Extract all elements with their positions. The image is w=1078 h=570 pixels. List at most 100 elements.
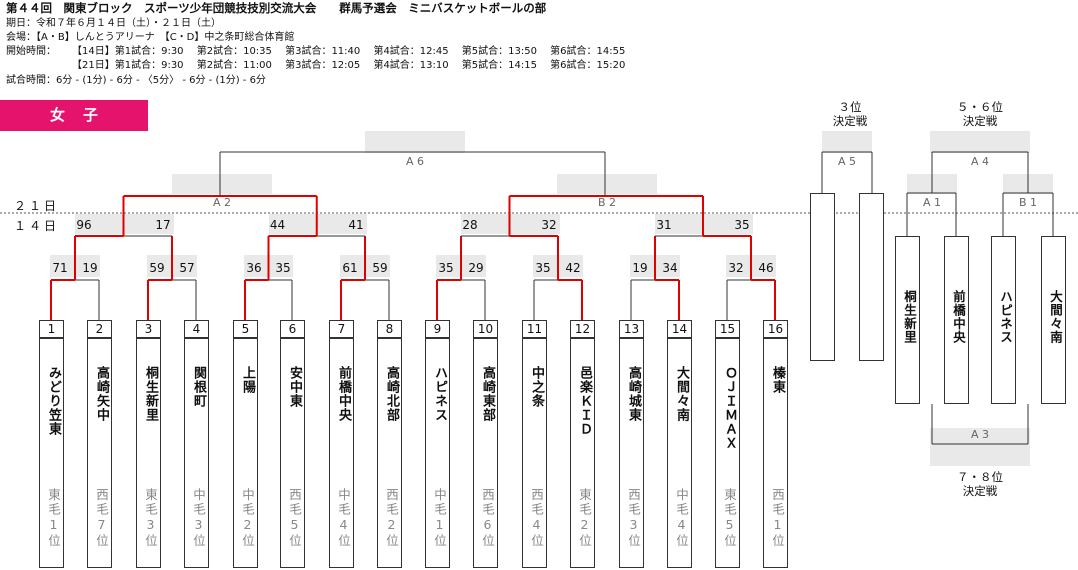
game-semi-left: A 2	[212, 196, 232, 209]
team-number-box	[377, 320, 402, 338]
fifth-team-name: 桐生新里	[902, 290, 917, 344]
r1-score: 34	[662, 261, 678, 275]
r1-score: 59	[149, 261, 165, 275]
r1-score: 19	[82, 261, 98, 275]
score-block-semi	[557, 174, 657, 194]
team-number: 5	[241, 322, 250, 336]
seventh-place-label: ７・８位 決定戦	[957, 470, 1003, 498]
r1-score: 19	[632, 261, 648, 275]
team-number-box	[87, 320, 112, 338]
team-number-box	[233, 320, 258, 338]
r1-score: 42	[565, 261, 581, 275]
fifth-team-box	[991, 236, 1016, 404]
event-dates: 期日：令和７年６月１４日（土）・２１日（土）	[6, 18, 221, 29]
day-21-label: ２１日	[14, 199, 60, 213]
score-block-final	[365, 131, 465, 153]
team-number: 15	[719, 322, 736, 336]
category-tag: 女子	[0, 100, 148, 131]
team-seed: 中毛4位	[674, 488, 689, 549]
team-box	[233, 338, 258, 568]
team-number-box	[280, 320, 305, 338]
team-number-box	[473, 320, 498, 338]
team-name: 上陽	[240, 366, 255, 394]
team-number: 4	[192, 322, 201, 336]
team-number: 9	[433, 322, 442, 336]
team-seed: 西毛5位	[287, 488, 302, 549]
game-fifth-a: A 1	[922, 196, 942, 209]
team-name: 高崎東部	[480, 366, 495, 422]
team-seed: 西毛2位	[384, 488, 399, 549]
team-seed: 東毛5位	[722, 488, 737, 549]
team-number: 3	[144, 322, 153, 336]
team-number-box	[667, 320, 692, 338]
team-name: 高崎矢中	[94, 366, 109, 422]
team-number-box	[763, 320, 788, 338]
page-title: 第４４回 関東ブロック スポーツ少年団競技技別交流大会 群馬予選会 ミニバスケッ…	[6, 1, 547, 15]
team-name: 安中東	[287, 366, 302, 408]
team-name: ハピネス	[432, 366, 447, 422]
game-final: A 6	[405, 155, 425, 168]
start-times-14: 【14日】第1試合：9:30 第2試合：10:35 第3試合：11:40 第4試…	[72, 46, 626, 57]
day-14-label: １４日	[14, 219, 60, 233]
team-number: 2	[95, 322, 104, 336]
team-seed: 中毛1位	[432, 488, 447, 549]
team-number-box	[184, 320, 209, 338]
team-number-box	[329, 320, 354, 338]
r1-score: 46	[758, 261, 774, 275]
team-seed: 西毛1位	[770, 488, 785, 549]
game-fifth: A 4	[970, 155, 990, 168]
team-box	[473, 338, 498, 568]
team-seed: 東毛1位	[46, 488, 61, 549]
team-name: 中之条	[529, 366, 544, 408]
team-box	[715, 338, 740, 568]
fifth-team-box	[944, 236, 969, 404]
team-number-box	[39, 320, 64, 338]
r1-score: 35	[535, 261, 551, 275]
team-number: 10	[477, 322, 494, 336]
fifth-place-label: ５・６位 決定戦	[957, 100, 1003, 128]
game-third: A 5	[837, 155, 857, 168]
team-box	[619, 338, 644, 568]
start-times-21: 【21日】第1試合：9:30 第2試合：11:00 第3試合：12:05 第4試…	[72, 60, 626, 71]
r2-score: 28	[462, 218, 478, 232]
team-number-box	[715, 320, 740, 338]
team-number-box	[522, 320, 547, 338]
team-number: 6	[288, 322, 297, 336]
team-number: 11	[526, 322, 543, 336]
team-box	[280, 338, 305, 568]
r1-score: 71	[52, 261, 68, 275]
team-box	[329, 338, 354, 568]
team-box	[39, 338, 64, 568]
team-seed: 西毛4位	[529, 488, 544, 549]
team-number: 13	[623, 322, 640, 336]
team-seed: 東毛3位	[143, 488, 158, 549]
team-name: ＯＪＩＭＡＸ	[722, 366, 737, 450]
r2-score: 44	[269, 218, 286, 232]
r1-score: 35	[275, 261, 291, 275]
r1-score: 32	[728, 261, 744, 275]
team-name: 大間々南	[674, 366, 689, 422]
team-name: 前橋中央	[336, 366, 351, 422]
r1-score: 35	[438, 261, 454, 275]
team-number-box	[619, 320, 644, 338]
team-box	[667, 338, 692, 568]
team-number-box	[570, 320, 595, 338]
r2-score: 35	[734, 218, 750, 232]
team-box	[522, 338, 547, 568]
r1-score: 29	[468, 261, 484, 275]
team-box	[136, 338, 161, 568]
game-fifth-b: B 1	[1018, 196, 1038, 209]
third-box	[859, 193, 884, 361]
team-name: 桐生新里	[143, 366, 158, 422]
event-venue: 会場：【A・B】しんとうアリーナ 【C・D】中之条町総合体育館	[6, 32, 295, 43]
r2-score: 31	[656, 218, 672, 232]
team-number-box	[136, 320, 161, 338]
team-seed: 西毛6位	[480, 488, 495, 549]
fifth-team-name: 前橋中央	[951, 290, 966, 344]
team-name: 高崎北部	[384, 366, 399, 422]
r1-score: 59	[372, 261, 388, 275]
team-box	[377, 338, 402, 568]
r2-score: 32	[541, 218, 557, 232]
team-number: 8	[385, 322, 394, 336]
team-box	[87, 338, 112, 568]
